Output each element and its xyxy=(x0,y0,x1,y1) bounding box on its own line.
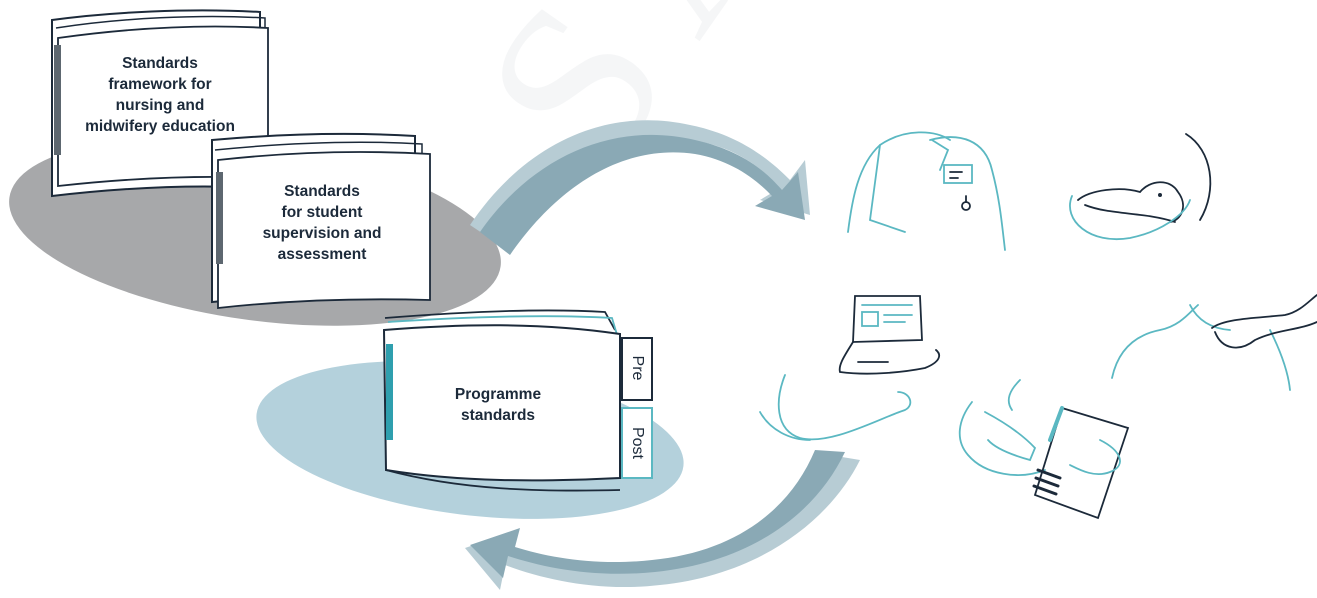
tab-post-label: Post xyxy=(629,426,646,459)
nurse-icon xyxy=(847,131,1006,251)
supervision-book xyxy=(211,132,431,310)
laptop-icon xyxy=(759,295,941,441)
tab-pre xyxy=(621,337,653,401)
framework-book-title: Standards framework for nursing and midw… xyxy=(85,55,235,135)
tab-post xyxy=(621,407,653,479)
baby-icon xyxy=(1069,133,1212,241)
tab-pre-label: Pre xyxy=(629,355,646,381)
person-icon xyxy=(1111,294,1317,391)
supervision-book-title: Standards for student supervision and as… xyxy=(262,183,382,263)
student-book-icon xyxy=(958,379,1130,520)
programme-book-title: Programme standards xyxy=(454,386,542,424)
arrow-left-icon xyxy=(465,450,860,590)
arrow-right-icon xyxy=(470,120,810,255)
programme-book xyxy=(382,309,653,492)
